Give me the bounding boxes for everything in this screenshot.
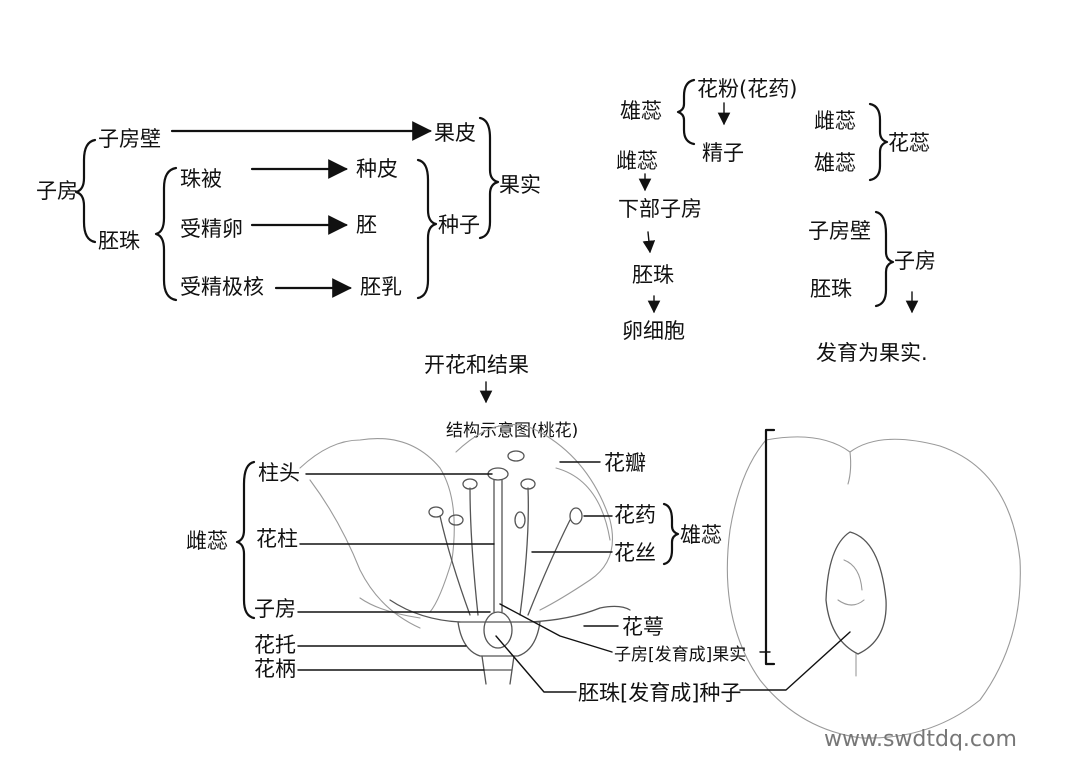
ovary-develops-label: 子房[发育成]果实 [614, 645, 746, 665]
sepal-label: 花萼 [622, 615, 664, 639]
pollen-label: 花粉(花药) [697, 77, 797, 101]
stigma-label: 柱头 [258, 461, 300, 485]
ovary-label-3: 子房 [254, 597, 296, 621]
pistil-label-2: 雌蕊 [814, 109, 856, 133]
leader-ovule-develops [495, 635, 577, 693]
pistil-label-3: 雌蕊 [186, 529, 228, 553]
stamen-pistil-brace [868, 102, 889, 182]
fruit-label: 果实 [499, 173, 541, 197]
sperm-label: 精子 [702, 141, 744, 165]
stamen-label: 雄蕊 [620, 99, 662, 123]
egg-cell-label: 卵细胞 [622, 319, 685, 343]
embryo-label: 胚 [356, 213, 377, 237]
ovule-brace [154, 166, 178, 302]
flower-heading: 开花和结果 [424, 353, 529, 377]
filament-label: 花丝 [614, 541, 656, 565]
stamen-pistil-group: 雌蕊 雄蕊 花蕊 [814, 102, 930, 182]
ovary-wall-label: 子房壁 [98, 127, 161, 151]
arrow-ovary-to-ovule [642, 231, 656, 254]
watermark-text: www.swdtdq.com [824, 727, 1017, 752]
pistil-brace [235, 460, 256, 620]
seed-coat-label: 种皮 [356, 157, 398, 181]
leader-ovary-develops [499, 603, 613, 653]
stamen-brace-2 [662, 502, 680, 566]
flower-subtitle: 结构示意图(桃花) [446, 421, 578, 441]
endosperm-label: 胚乳 [360, 275, 402, 299]
fruit-brace [478, 116, 500, 240]
anther-label: 花药 [614, 503, 656, 527]
flower-structure-diagram: 开花和结果 结构示意图(桃花) [186, 353, 1021, 739]
ovary-brace [74, 138, 97, 244]
ovule-label-2: 胚珠 [632, 263, 674, 287]
fruit-bracket [764, 428, 776, 666]
fertilized-egg-label: 受精卵 [180, 217, 243, 241]
pistil-and-stamen-label: 花蕊 [888, 131, 930, 155]
peach-fruit-illustration [726, 436, 1021, 739]
integument-label: 珠被 [180, 167, 222, 191]
stamen-label-3: 雄蕊 [680, 523, 722, 547]
style-label: 花柱 [256, 527, 298, 551]
fertilized-polar-nuclei-label: 受精极核 [180, 275, 264, 299]
seed-label: 种子 [438, 213, 480, 237]
ovary-label: 子房 [36, 179, 78, 203]
ovule-label: 胚珠 [98, 229, 140, 253]
pericarp-label: 果皮 [434, 121, 476, 145]
ovary-label-2: 子房 [894, 249, 936, 273]
fertilization-diagram: 雄蕊 花粉(花药) 精子 雌蕊 下部子房 胚珠 卵细胞 [616, 77, 797, 343]
lower-part-ovary-label: 下部子房 [618, 197, 702, 221]
ovule-label-3: 胚珠 [810, 277, 852, 301]
ovule-develops-label: 胚珠[发育成]种子 [578, 681, 741, 705]
fruit-formation-diagram: 子房 子房壁 胚珠 珠被 受精卵 受精极核 种皮 胚 胚乳 种子 果皮 果实 [36, 116, 541, 302]
develop-to-fruit-label: 发育为果实. [816, 341, 928, 365]
pistil-label: 雌蕊 [616, 149, 658, 173]
pedicel-label: 花柄 [254, 657, 296, 681]
stamen-brace [676, 78, 696, 146]
peach-flower-illustration [299, 424, 631, 685]
petal-label: 花瓣 [604, 451, 646, 475]
stamen-label-2: 雄蕊 [814, 151, 856, 175]
ovary-wall-ovule-brace [874, 210, 895, 308]
ovary-to-fruit-group: 子房壁 胚珠 子房 发育为果实. [808, 210, 936, 365]
seed-brace [416, 158, 438, 300]
ovary-wall-label-2: 子房壁 [808, 219, 871, 243]
receptacle-label: 花托 [254, 633, 296, 657]
leader-seed-in-fruit [739, 631, 851, 691]
